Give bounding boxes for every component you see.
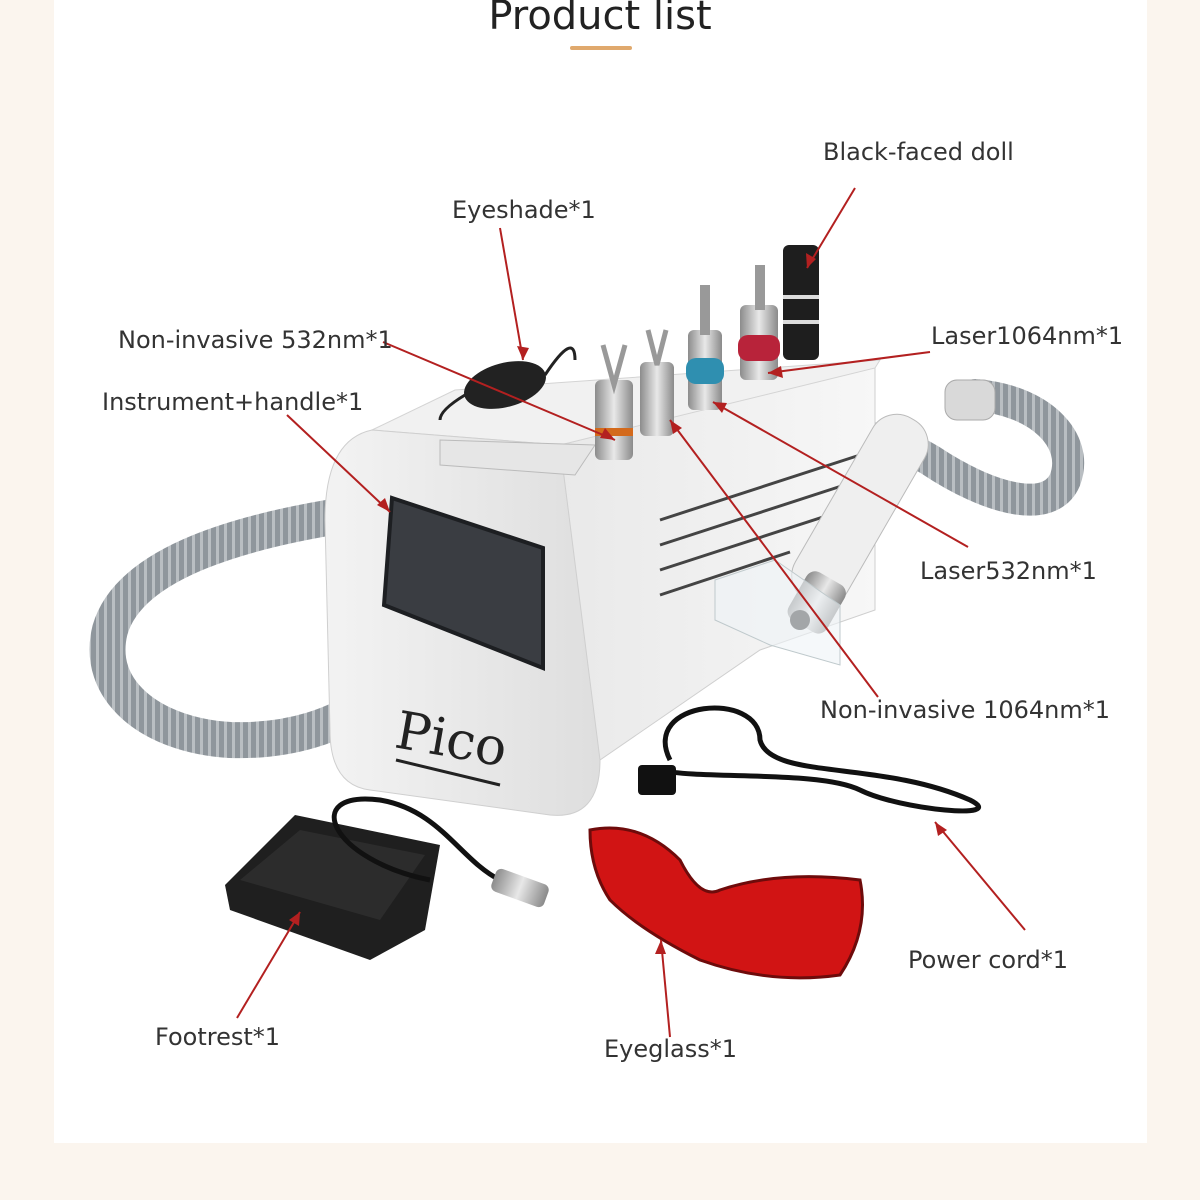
label-instrument-handle: Instrument+handle*1 <box>102 388 364 416</box>
pointer-lines <box>236 187 1026 1038</box>
label-laser-532: Laser532nm*1 <box>920 557 1097 585</box>
left-hose <box>89 497 388 759</box>
label-power-cord: Power cord*1 <box>908 946 1069 974</box>
label-non-invasive-532: Non-invasive 532nm*1 <box>118 326 393 354</box>
label-footrest: Footrest*1 <box>155 1023 281 1051</box>
page-title: Product list <box>488 0 712 39</box>
label-laser-1064: Laser1064nm*1 <box>931 322 1124 350</box>
spec-sticker <box>439 439 596 476</box>
footrest <box>225 796 549 960</box>
power-cord <box>638 705 982 814</box>
probe-non-invasive-1064 <box>640 329 674 436</box>
machine-screen <box>381 495 545 671</box>
probe-non-invasive-532 <box>595 344 633 460</box>
black-faced-doll-probe <box>783 245 819 360</box>
probe-laser-1064 <box>738 265 780 380</box>
eyeglass <box>588 826 864 980</box>
eyeshade <box>438 346 577 421</box>
title-underline <box>570 46 632 50</box>
label-non-invasive-1064: Non-invasive 1064nm*1 <box>820 696 1111 724</box>
label-eyeshade: Eyeshade*1 <box>452 196 596 224</box>
label-eyeglass: Eyeglass*1 <box>604 1035 738 1063</box>
label-black-faced-doll: Black-faced doll <box>823 138 1014 166</box>
pointer-arrowheads <box>289 253 947 954</box>
probe-laser-532 <box>686 285 724 410</box>
